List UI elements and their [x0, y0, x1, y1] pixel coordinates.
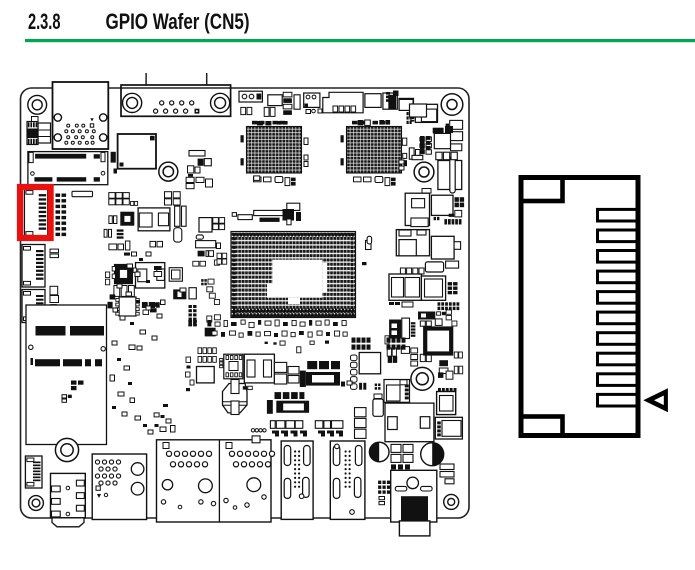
- svg-text:GPIO Wafer (CN5): GPIO Wafer (CN5): [106, 9, 250, 34]
- svg-text:2.3.8: 2.3.8: [28, 9, 61, 34]
